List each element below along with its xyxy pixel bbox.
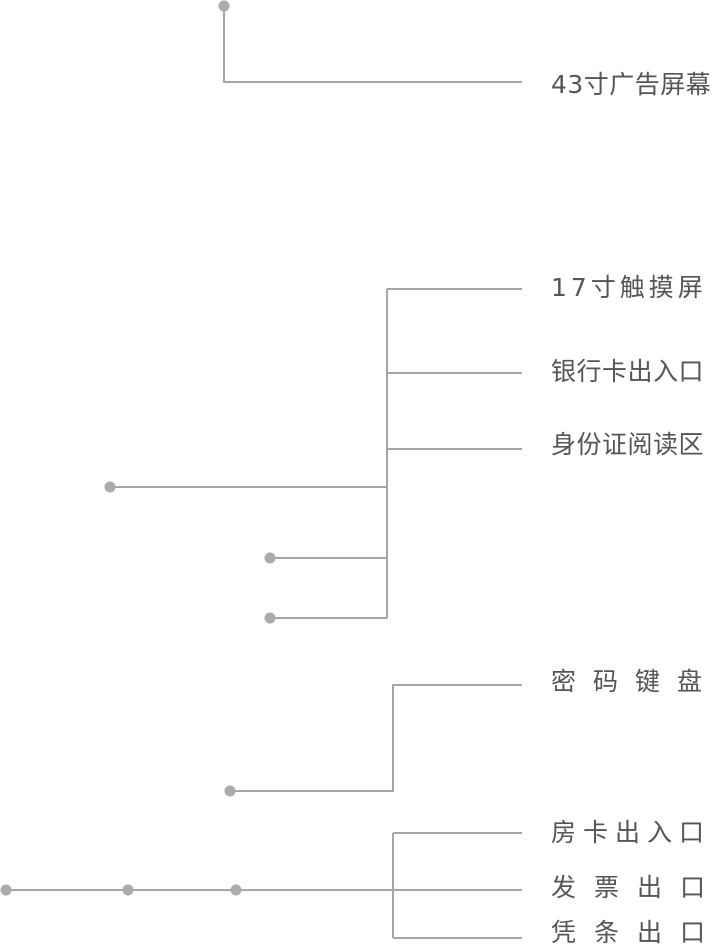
label-invoice-outlet: 发票出口 [551,873,724,902]
label-id-reader: 身份证阅读区 [551,430,705,459]
label-bank-card-slot: 银行卡出入口 [551,357,705,386]
callout-ad-screen [218,0,522,83]
callout-pin-pad [224,684,522,797]
callout-group-upper [104,288,522,624]
anchor-dot-pin-pad [224,785,236,797]
anchor-dot-upper-2 [264,552,276,564]
label-pin-pad: 密码键盘 [551,667,720,696]
anchor-dot-upper-3 [264,612,276,624]
label-ad-screen: 43寸广告屏幕 [551,70,712,99]
label-receipt-outlet: 凭条出口 [551,918,724,947]
anchor-dot-lower-3 [230,884,242,896]
anchor-dot-ad-screen [218,0,230,12]
callout-group-lower [0,832,522,939]
anchor-dot-lower-1 [0,884,12,896]
leader-line-pin-pad [230,684,522,792]
anchor-dot-upper-1 [104,481,116,493]
anchor-dot-lower-2 [122,884,134,896]
label-touch-screen: 17寸触摸屏 [551,273,707,302]
label-room-card-slot: 房卡出入口 [551,818,712,847]
leader-line-ad-screen [223,6,522,83]
